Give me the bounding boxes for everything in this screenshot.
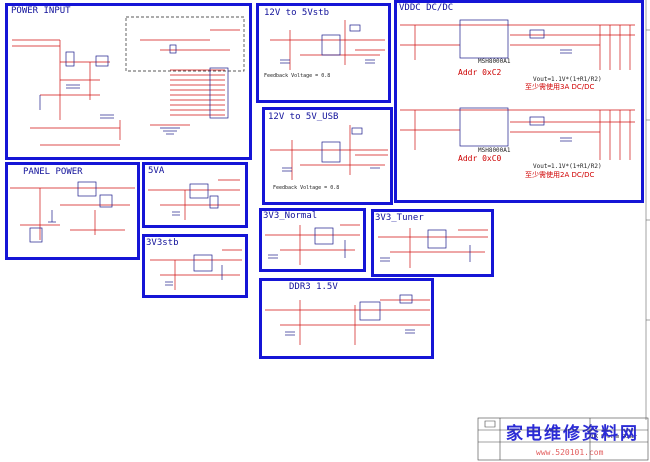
ddr3-circuit [265,294,430,345]
3v3-tuner-title: 3V3_Tuner [375,213,424,223]
12v-5vusb-title: 12V to 5V_USB [268,112,339,122]
title-block [477,417,649,461]
5va-title: 5VA [148,166,165,176]
feedback-note-5vstb: Feedback Voltage = 0.8 [264,73,331,79]
block-12v-to-5vstb [256,3,391,103]
block-3v3-normal [259,208,366,272]
3v3-normal-circuit [265,224,360,265]
feedback-note-5vusb: Feedback Voltage = 0.8 [273,185,340,191]
block-5va [142,162,248,228]
12v-5vusb-circuit [270,125,388,180]
block-ddr3-1v5 [259,278,434,359]
title-block-label: OK System Power [592,434,638,440]
vddc-chip-label-bottom: MSH8000A1 [478,147,511,154]
watermark-url: www.520101.com [536,448,604,457]
power-input-circuit [12,16,245,146]
3v3stb-circuit [150,249,242,290]
3v3-normal-title: 3V3_Normal [263,211,318,221]
vddc-addr-bottom: Addr 0xC0 [458,154,502,163]
3v3stb-title: 3V3stb [146,238,179,248]
vddc-chip-label-top: MSH8000A1 [478,58,511,65]
12v-5vstb-circuit [270,20,385,70]
panel-power-circuit [10,181,135,243]
vddc-requirement-bottom: 至少需使用2A DC/DC [525,171,595,179]
block-12v-to-5v-usb [262,107,393,205]
block-3v3stb [142,234,248,298]
block-3v3-tuner [371,209,494,277]
block-panel-power [5,162,140,260]
3v3-tuner-circuit [378,228,488,268]
vddc-formula-top: Vout=1.1V*(1+R1/R2) [533,76,602,83]
vddc-circuit [400,19,635,160]
block-power-input [5,3,252,160]
block-vddc-dcdc [394,0,644,203]
ddr3-title: DDR3 1.5V [289,282,338,292]
vddc-addr-top: Addr 0xC2 [458,68,502,77]
12v-5vstb-title: 12V to 5Vstb [264,8,330,18]
vddc-formula-bottom: Vout=1.1V*(1+R1/R2) [533,163,602,170]
power-input-title: POWER INPUT [11,6,71,16]
vddc-title: VDDC DC/DC [399,3,454,13]
5va-circuit [148,179,240,220]
sheet-frame [645,0,650,420]
vddc-requirement-top: 至少需使用3A DC/DC [525,83,595,91]
panel-power-title: PANEL POWER [23,167,83,177]
